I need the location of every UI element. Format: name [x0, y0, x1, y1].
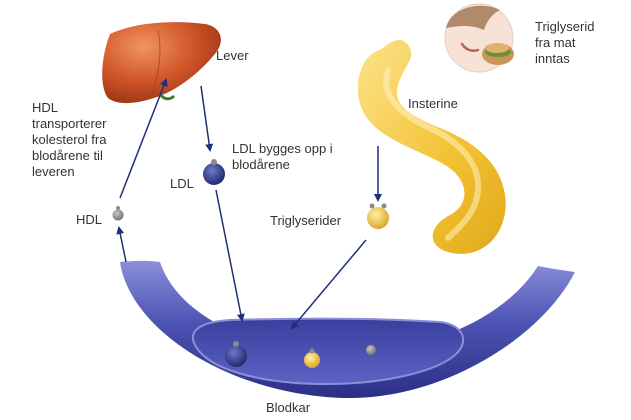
- arrow-vessel-to-hdl: [116, 226, 127, 263]
- intestine-label: Insterine: [408, 96, 458, 111]
- intestine-illustration: [357, 39, 506, 254]
- hdl-particle-in-vessel: [366, 345, 376, 355]
- blood-vessel-label: Blodkar: [266, 400, 311, 415]
- ldl-description: LDL bygges opp i blodårene: [232, 141, 333, 172]
- arrow-ldl-to-vessel: [215, 189, 245, 322]
- arrow-liver-to-ldl: [200, 85, 214, 152]
- triglycerides-label: Triglyserider: [270, 213, 342, 228]
- hdl-particle: [112, 206, 124, 221]
- ldl-label: LDL: [170, 176, 194, 191]
- triglyceride-particle: [367, 203, 389, 229]
- arrow-hdl-to-liver: [119, 78, 168, 199]
- liver-illustration: [102, 22, 221, 104]
- triglyceride-particle-in-vessel: [304, 348, 320, 368]
- person-eating-illustration: [444, 3, 514, 73]
- ldl-particle: [203, 159, 225, 185]
- arrow-triglycerides-to-vessel: [290, 239, 367, 330]
- liver-label: Lever: [216, 48, 249, 63]
- food-intake-label: Triglyserid fra mat inntas: [535, 19, 595, 66]
- blood-vessel-illustration: [120, 260, 575, 399]
- hdl-description: HDL transporterer kolesterol fra blodåre…: [32, 100, 107, 179]
- ldl-particle-in-vessel: [225, 341, 247, 367]
- hdl-label: HDL: [76, 212, 103, 227]
